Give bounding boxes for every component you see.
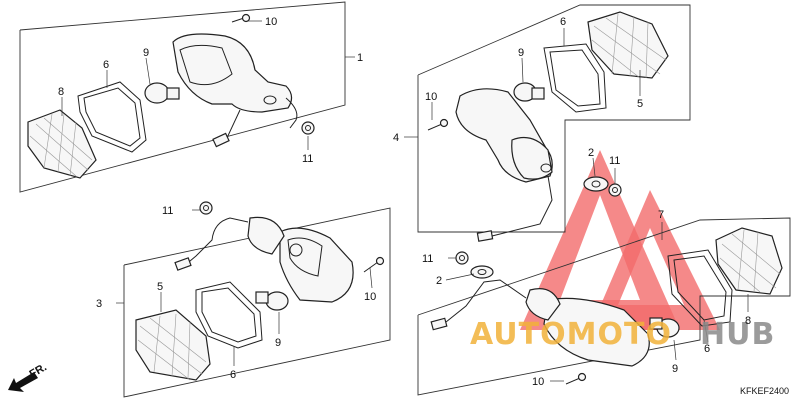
callout-6-left-bottom: 6 — [230, 369, 236, 381]
callout-3: 3 — [96, 298, 102, 310]
callout-9-right-bottom: 9 — [672, 363, 678, 375]
bulb-9-right-top — [513, 82, 545, 102]
gasket-6-right-top — [543, 43, 607, 113]
callout-9-right-top: 9 — [518, 47, 524, 59]
callout-10-left-top: 10 — [265, 16, 277, 28]
lens-5-right-top — [587, 11, 669, 79]
callout-10-right-top: 10 — [425, 91, 437, 103]
callout-labels: 1 2 2 3 4 5 5 6 6 6 6 7 8 8 9 9 9 9 10 1… — [58, 16, 789, 396]
callout-8-left: 8 — [58, 86, 64, 98]
callout-2-bottom: 2 — [436, 275, 442, 287]
gasket-6-left-top — [77, 81, 147, 153]
frame-assembly-3 — [123, 207, 391, 398]
washer-2-right-bottom — [470, 265, 494, 279]
callout-10-right-bottom: 10 — [532, 376, 544, 388]
screw-10-left-bottom — [363, 256, 385, 273]
callout-11-left-top: 11 — [302, 153, 313, 165]
screw-10-right-top — [427, 118, 449, 131]
watermark-word-a: AUTOMOTO — [470, 317, 672, 352]
nut-11-left-bottom — [199, 201, 213, 215]
bulb-9-left-top — [144, 82, 180, 104]
callout-4: 4 — [393, 132, 399, 144]
callout-6-right-bottom: 6 — [704, 343, 710, 355]
nut-11-right-bottom — [455, 251, 469, 265]
callout-7: 7 — [658, 209, 664, 221]
frame-assembly-7 — [417, 217, 791, 396]
callout-1: 1 — [357, 52, 363, 64]
screw-10-right-bottom — [565, 372, 587, 385]
callout-5-left: 5 — [157, 281, 163, 293]
frame-assembly-1 — [19, 1, 346, 193]
callout-11-left-bottom: 11 — [162, 205, 173, 217]
bulb-9-left-bottom — [255, 291, 289, 311]
callout-6-left-top: 6 — [103, 59, 109, 71]
watermark-text: AUTOMOTO HUB — [470, 317, 775, 352]
direction-label: FR. — [28, 361, 49, 380]
nut-11-right-top — [608, 183, 622, 197]
screw-10-left-top — [231, 13, 251, 23]
lens-5-left-bottom — [135, 309, 211, 381]
callout-5-right: 5 — [637, 98, 643, 110]
bulb-9-right-bottom — [649, 317, 680, 338]
turn-signal-housing-7 — [430, 279, 650, 367]
lens-8-right-bottom — [715, 227, 783, 295]
watermark-logo — [520, 150, 720, 330]
washer-2-right-top — [583, 176, 609, 192]
callout-8-right: 8 — [745, 315, 751, 327]
leader-lines — [61, 20, 749, 382]
gasket-6-right-bottom — [667, 249, 733, 327]
frame-assembly-4 — [417, 4, 691, 233]
turn-signal-housing-3 — [174, 216, 354, 303]
watermark-word-b: HUB — [700, 317, 775, 352]
gasket-6-left-bottom — [195, 281, 263, 349]
lens-8-left-top — [27, 109, 97, 179]
callout-6-right-top: 6 — [560, 16, 566, 28]
callout-10-left-bottom: 10 — [364, 291, 376, 303]
callout-9-left-top: 9 — [143, 47, 149, 59]
callout-9-left-bottom: 9 — [275, 337, 281, 349]
turn-signal-housing-1 — [172, 33, 298, 148]
nut-11-left-top — [301, 121, 315, 135]
turn-signal-housing-4 — [455, 88, 553, 242]
callout-11-right-bottom: 11 — [422, 253, 433, 265]
diagram-code: KFKEF2400 — [740, 386, 789, 396]
callout-2-top: 2 — [588, 147, 594, 159]
front-direction-arrow: FR. — [8, 361, 49, 392]
callout-11-right-top: 11 — [609, 155, 620, 167]
